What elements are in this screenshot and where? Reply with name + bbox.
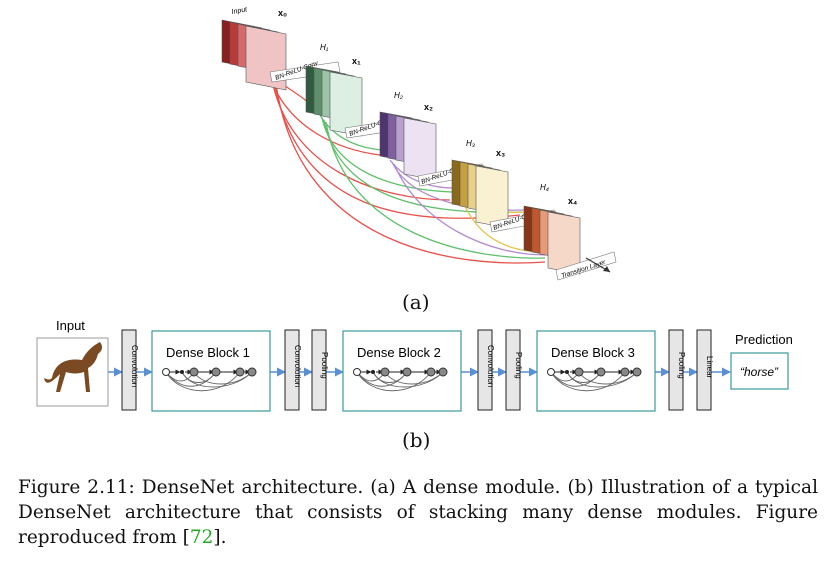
layer-convolution-1-label: Convolution: [130, 345, 139, 387]
input-label-b: Input: [56, 318, 85, 333]
figure-caption: Figure 2.11: DenseNet architecture. (a) …: [18, 475, 818, 550]
x1-label: x₁: [352, 56, 361, 66]
block1-feature-stack: [305, 65, 363, 137]
dense-block-3: Dense Block 3: [536, 330, 656, 412]
dense-block-1-label: Dense Block 1: [166, 345, 250, 360]
layer-pooling-2: Pooling: [505, 329, 523, 411]
layer-convolution-1: Convolution: [121, 329, 139, 411]
input-label: Input: [231, 6, 249, 16]
layer-pooling-1-label: Pooling: [320, 352, 329, 379]
block3-feature-stack: [451, 159, 509, 229]
layer-linear: Linear: [696, 329, 714, 411]
dense-block-2-label: Dense Block 2: [357, 345, 441, 360]
h2-label: H₂: [394, 91, 403, 100]
block4-feature-stack: [523, 205, 581, 275]
layer-convolution-3: Convolution: [477, 329, 495, 411]
dense-block-2: Dense Block 2: [342, 330, 462, 412]
h3-label: H₃: [466, 139, 475, 148]
densenet-architecture-diagram: Input Convolution Dense Block 1: [36, 318, 793, 412]
x2-label: x₂: [424, 102, 433, 112]
x0-label: x₀: [278, 8, 287, 18]
dense-block-1: Dense Block 1: [151, 330, 271, 412]
h4-label: H₄: [540, 183, 549, 192]
dense-module-diagram: Input x₀ H₁ BN-ReLU-Conv x₁ H₂ BN-ReLU-C…: [221, 6, 617, 281]
block2-feature-stack: [379, 111, 437, 181]
layer-convolution-2: Convolution: [284, 329, 302, 411]
subfigure-label-b: (b): [402, 428, 431, 452]
layer-pooling-2-label: Pooling: [514, 352, 523, 379]
layer-pooling-1: Pooling: [311, 329, 329, 411]
prediction-label: Prediction: [735, 332, 793, 347]
link-x1-transition: [325, 121, 546, 259]
link-x0-transition: [275, 83, 546, 264]
layer-convolution-2-label: Convolution: [293, 345, 302, 387]
x3-label: x₃: [496, 148, 505, 158]
link-x2-transition: [393, 163, 546, 256]
layer-convolution-3-label: Convolution: [486, 345, 495, 387]
layer-pooling-3: Pooling: [668, 329, 686, 411]
caption-text-end: ].: [213, 527, 227, 548]
layer-pooling-3-label: Pooling: [677, 352, 686, 379]
x4-label: x₄: [568, 196, 577, 206]
citation-link[interactable]: 72: [189, 527, 214, 548]
prediction-value: “horse”: [740, 365, 779, 379]
caption-text: Figure 2.11: DenseNet architecture. (a) …: [18, 477, 818, 548]
subfigure-label-a: (a): [402, 290, 430, 314]
horse-image: [36, 337, 109, 407]
dense-block-1-graph: [165, 371, 253, 392]
dense-block-3-label: Dense Block 3: [551, 345, 635, 360]
h1-label: H₁: [320, 43, 329, 52]
layer-linear-label: Linear: [705, 356, 714, 379]
prediction-box: “horse”: [730, 352, 789, 390]
